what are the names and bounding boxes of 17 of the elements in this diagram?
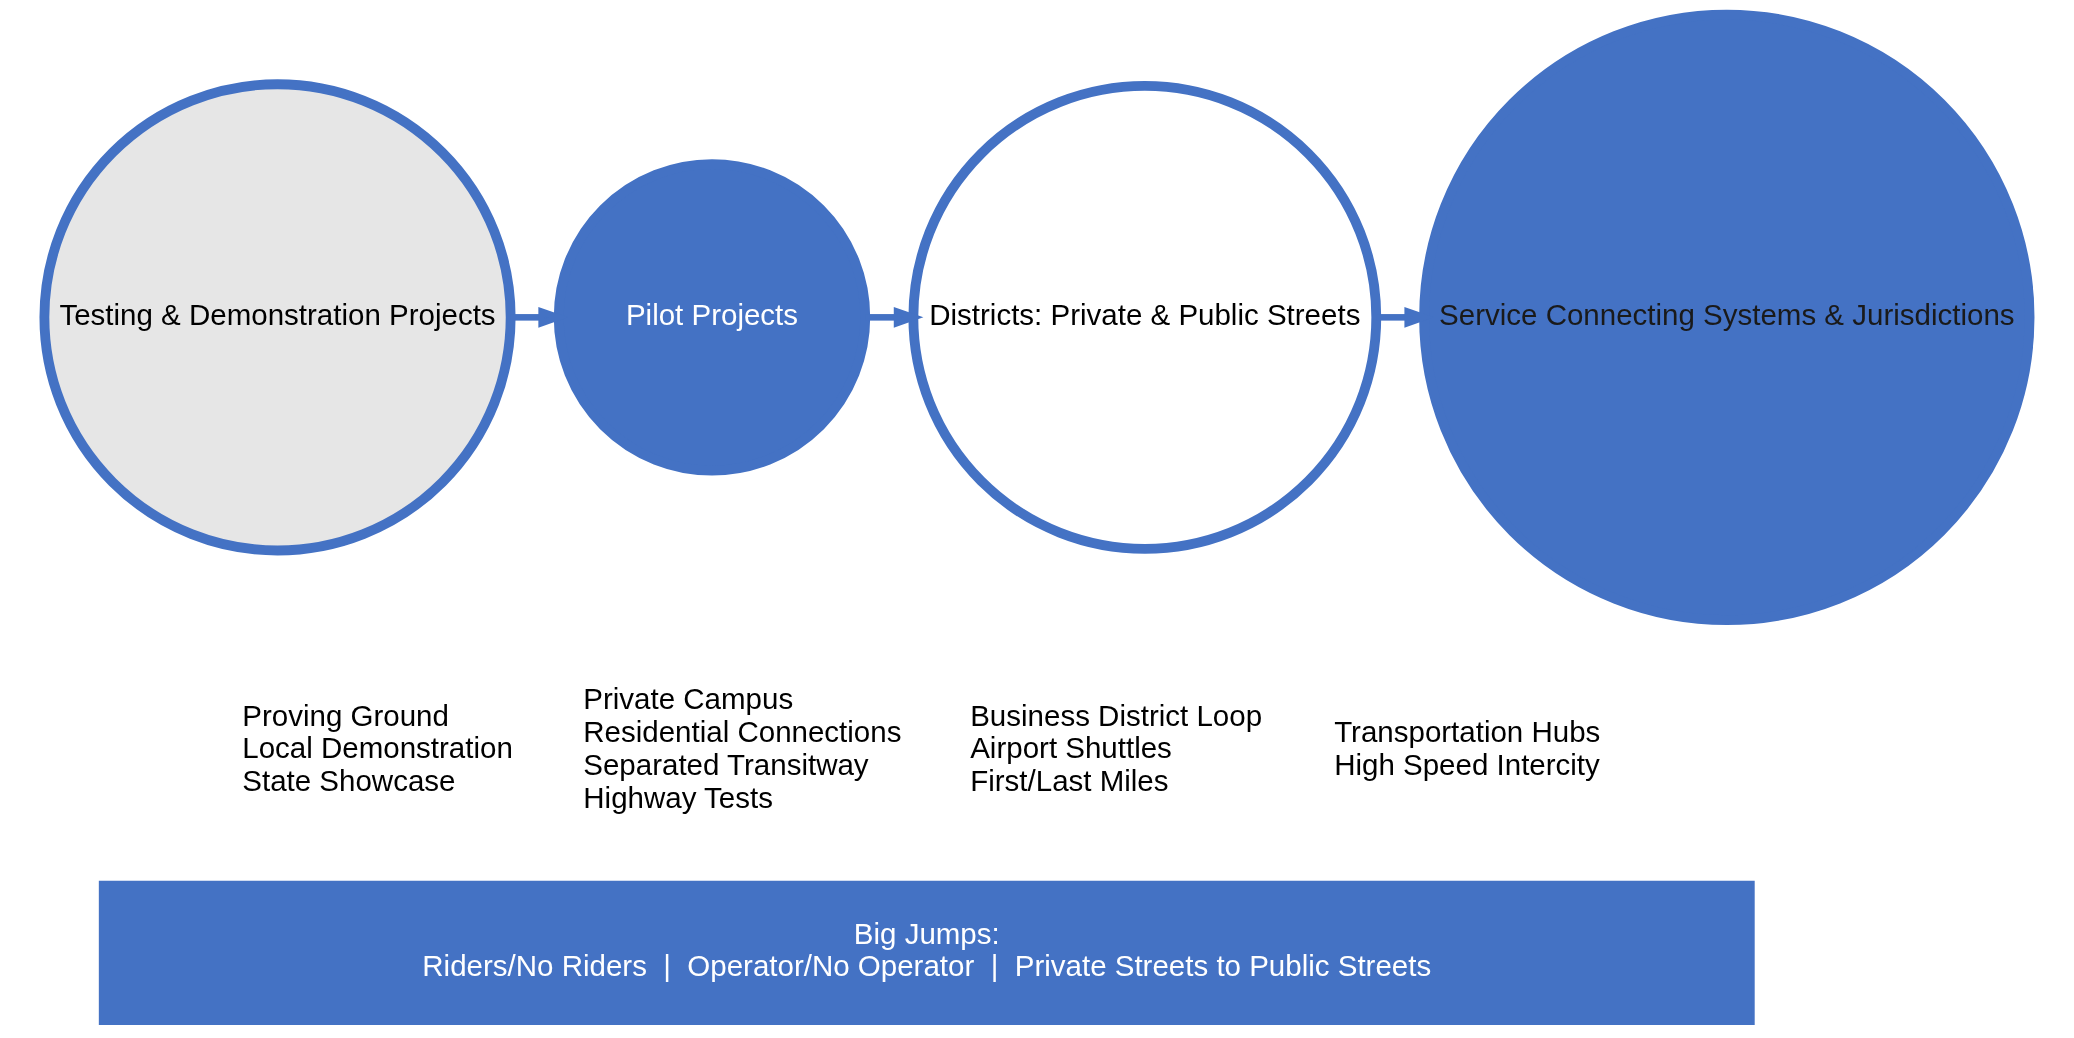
node-circle: Service Connecting Systems & Jurisdictions bbox=[1419, 9, 2035, 625]
node-label: Separated Transitway bbox=[583, 747, 869, 781]
node-circle: Pilot Projects bbox=[553, 159, 871, 476]
node-circle: Testing & Demonstration Projects bbox=[39, 79, 516, 556]
node-label: Highway Tests bbox=[583, 780, 773, 814]
node-box: Big Jumps: Riders/No Riders | Operator/No Operator | Private Streets to Public Streets bbox=[98, 880, 1755, 1025]
node-label: Airport Shuttles bbox=[970, 731, 1172, 765]
node-label: Proving Ground bbox=[242, 698, 449, 732]
node-label: First/Last Miles bbox=[970, 764, 1169, 798]
node-label: Transportation Hubs bbox=[1334, 714, 1601, 748]
node-label: Residential Connections bbox=[583, 714, 902, 748]
node-label: Business District Loop bbox=[970, 698, 1263, 732]
node-label: Private Campus bbox=[583, 682, 794, 716]
node-label: Local Demonstration bbox=[242, 731, 513, 765]
node-label: State Showcase bbox=[242, 764, 456, 798]
node-circle: Districts: Private & Public Streets bbox=[908, 80, 1382, 554]
node-label: High Speed Intercity bbox=[1334, 747, 1600, 781]
